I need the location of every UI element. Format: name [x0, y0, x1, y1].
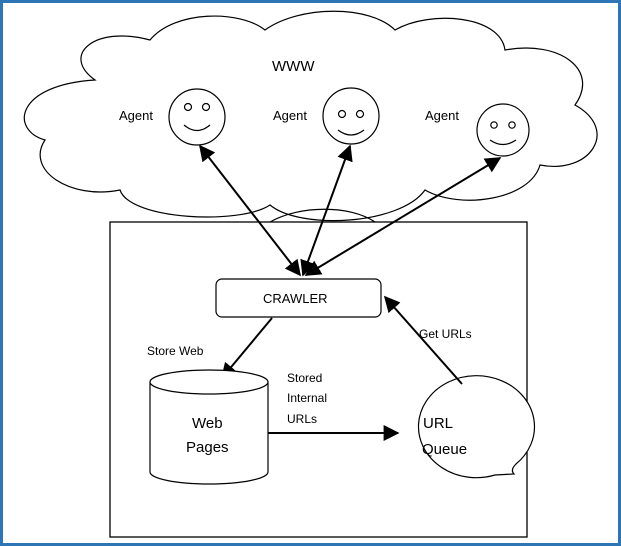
url-queue-label-line2: Queue [422, 441, 468, 458]
web-pages-label-line2: Pages [186, 439, 229, 456]
url-queue-label-line1: URL [423, 415, 454, 432]
www-label: WWW [272, 58, 315, 75]
internal-label: Internal [287, 391, 328, 405]
url-queue-shape [417, 375, 536, 479]
crawler-box [215, 278, 382, 318]
store-web-label: Store Web [147, 344, 204, 358]
get-urls-label: Get URLs [419, 327, 472, 341]
agent-label-1: Agent [119, 108, 153, 123]
arrow-crawler-webpages [220, 317, 273, 380]
agent-face-2 [322, 87, 380, 145]
urls-label: URLs [287, 412, 318, 426]
agent-label-3: Agent [425, 108, 459, 123]
crawler-label: CRAWLER [263, 291, 328, 306]
arrow-agent3-crawler [304, 157, 502, 276]
agent-face-1 [168, 88, 226, 146]
agent-face-3 [476, 103, 530, 157]
agent-label-2: Agent [273, 108, 307, 123]
arrow-agent1-crawler [199, 144, 301, 277]
arrow-queue-crawler [383, 295, 463, 385]
web-pages-label-line1: Web [192, 415, 223, 432]
web-pages-cylinder [149, 369, 269, 485]
stored-label: Stored [287, 371, 323, 385]
